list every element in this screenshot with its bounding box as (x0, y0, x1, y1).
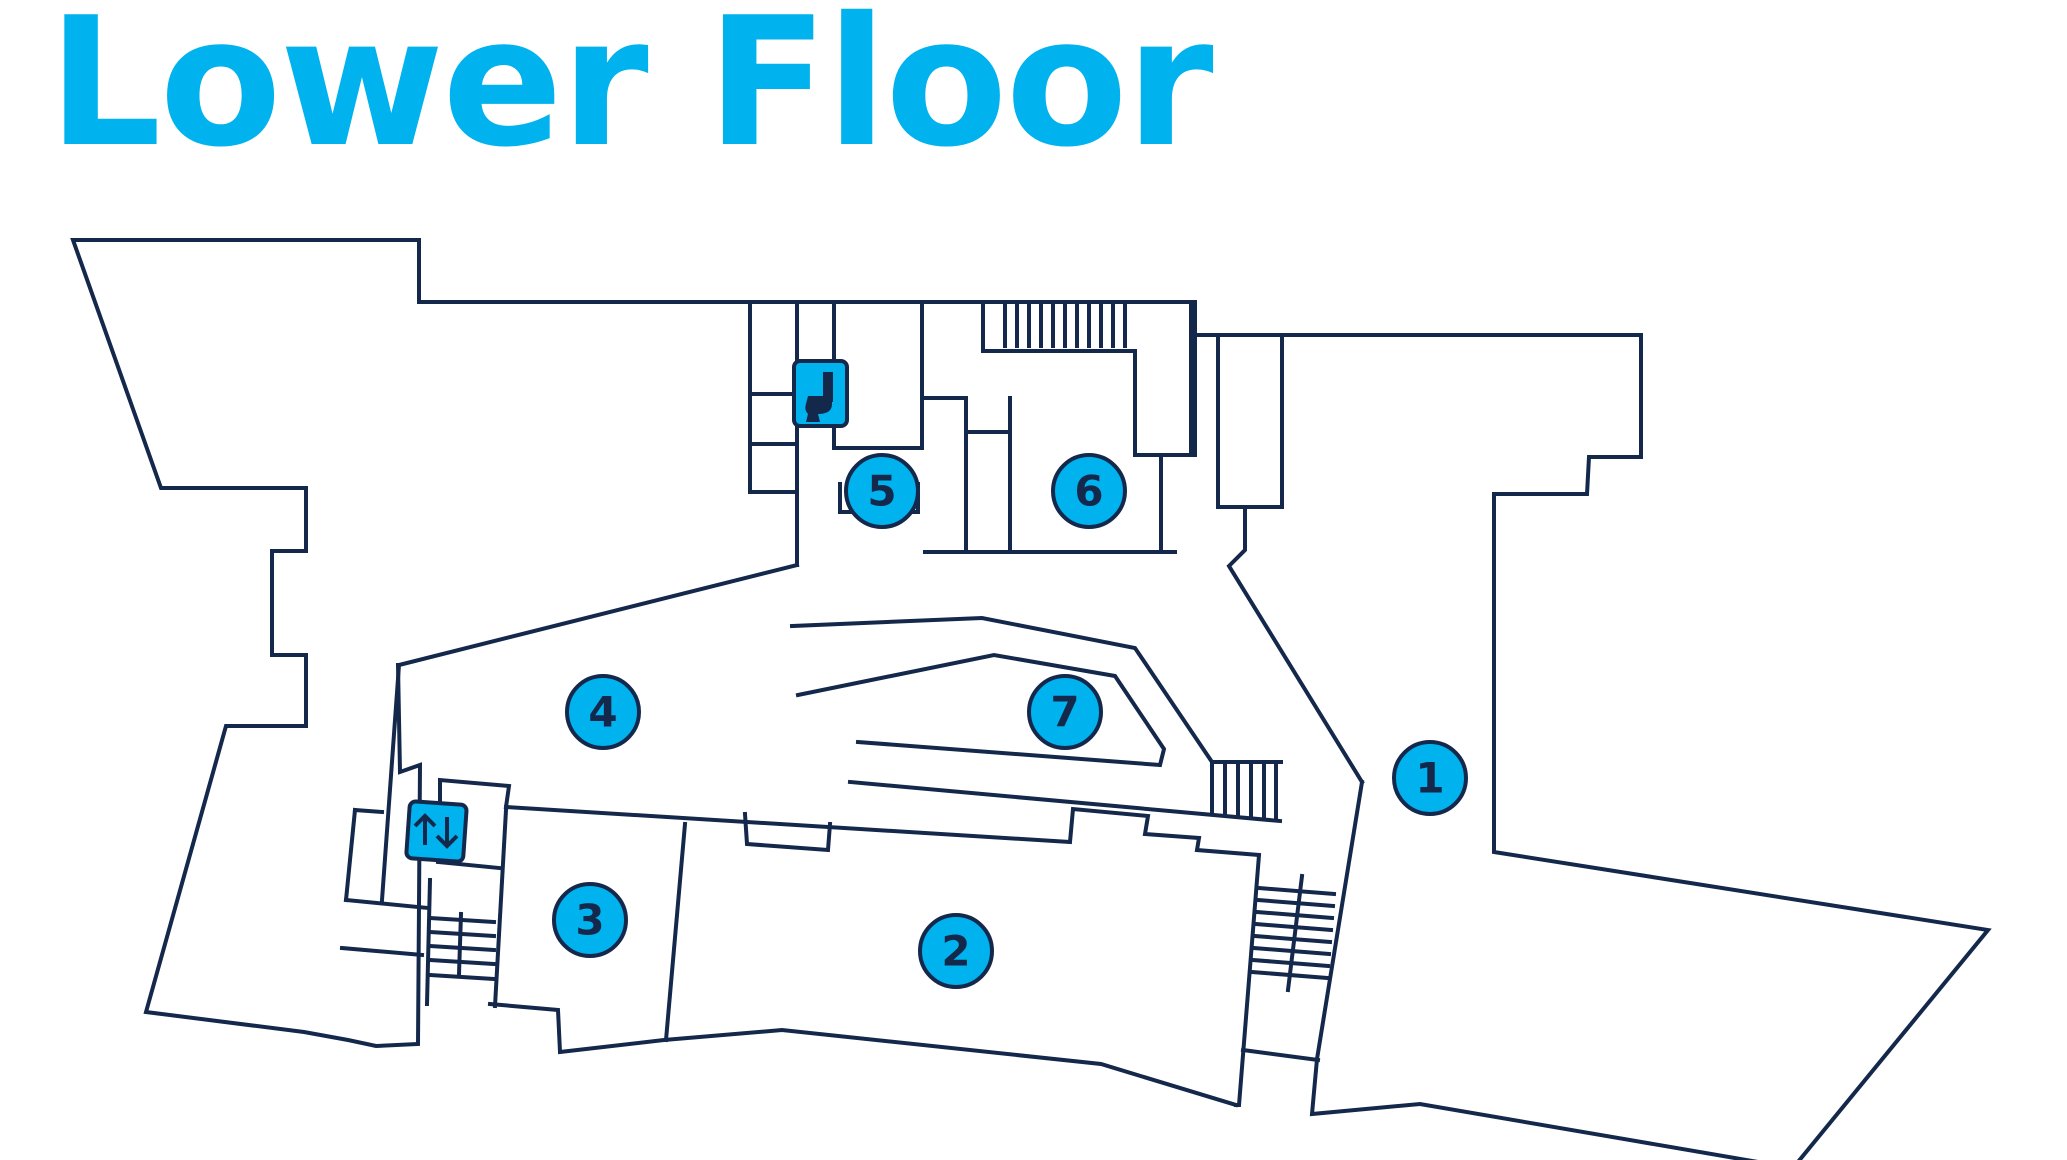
south-east-lobby (1240, 1047, 1321, 1063)
location-marker-3-label: 3 (575, 896, 604, 945)
location-marker-4[interactable]: 4 (565, 674, 641, 750)
central-staircase (1210, 762, 1278, 820)
display-ramp-middle (795, 652, 1167, 768)
north-staircase (1003, 304, 1127, 348)
display-ramp-inner (847, 779, 1283, 824)
location-marker-7-label: 7 (1050, 688, 1079, 737)
stair-well-wall-5 (352, 807, 385, 815)
elevator-icon (404, 799, 469, 864)
room-3-north (492, 807, 509, 1009)
location-marker-2-label: 2 (941, 927, 970, 976)
east-wing-wall (1280, 333, 1992, 1160)
map-markers: 1 2 3 4 5 6 7 (552, 453, 1468, 989)
location-marker-6[interactable]: 6 (1051, 453, 1127, 529)
stair-well-wall-4 (343, 807, 358, 903)
west-wing-wall (70, 238, 799, 1049)
floor-plan-walls (70, 238, 1992, 1160)
location-marker-7[interactable]: 7 (1027, 674, 1103, 750)
service-room-a (748, 300, 799, 494)
west-staircase (427, 911, 497, 982)
location-marker-3[interactable]: 3 (552, 882, 628, 958)
east-service-room (1193, 333, 1284, 509)
stair-well-wall-2 (343, 897, 431, 911)
location-marker-1[interactable]: 1 (1392, 740, 1468, 816)
elevator-lobby (435, 859, 502, 871)
corridor-wall (920, 396, 968, 554)
location-marker-1-label: 1 (1415, 754, 1444, 803)
room-6-north (981, 300, 1193, 457)
east-connector-lower (1226, 505, 1365, 785)
location-marker-4-label: 4 (588, 688, 617, 737)
stair-well-wall-3 (339, 945, 425, 958)
room-2-divider (663, 821, 688, 1043)
elevator-shaft (438, 777, 512, 810)
south-east-staircase (1249, 873, 1337, 993)
stair-well-wall (424, 877, 433, 1007)
room-2-notch (742, 811, 833, 853)
south-block-wall (503, 804, 1262, 1107)
location-marker-6-label: 6 (1074, 467, 1103, 516)
location-marker-5[interactable]: 5 (844, 453, 920, 529)
toilet-icon (792, 359, 849, 428)
location-marker-5-label: 5 (867, 467, 896, 516)
page-title: Lower Floor (48, 0, 1214, 186)
central-hall-wall (379, 562, 800, 903)
location-marker-2[interactable]: 2 (918, 913, 994, 989)
south-outer-wall (487, 1001, 1239, 1108)
display-ramp-outer (789, 615, 1283, 764)
